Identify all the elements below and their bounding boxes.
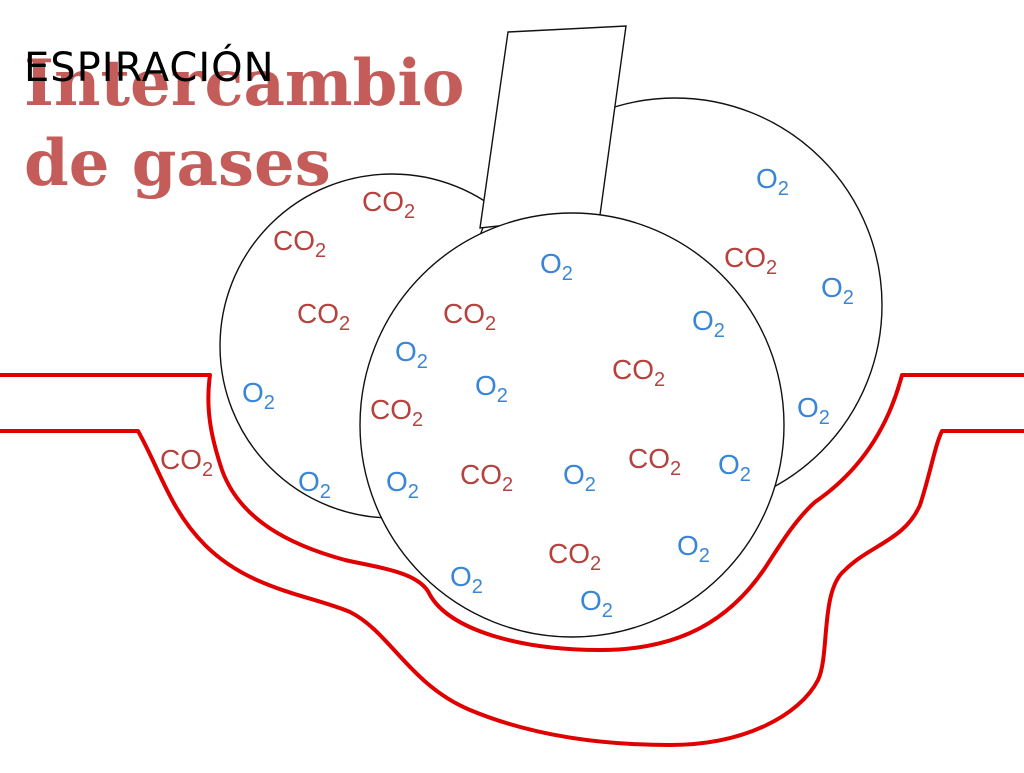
co2-label: CO2: [724, 242, 777, 279]
co2-label: CO2: [628, 443, 681, 480]
co2-label: CO2: [160, 444, 213, 481]
o2-label: O2: [580, 585, 613, 622]
capillary-lower-wall: [0, 429, 1024, 747]
o2-label: O2: [692, 305, 725, 342]
co2-label: CO2: [612, 354, 665, 391]
alveolus-center: [359, 212, 785, 638]
co2-label: CO2: [362, 186, 415, 223]
o2-label: O2: [677, 530, 710, 567]
o2-label: O2: [475, 370, 508, 407]
co2-label: CO2: [370, 394, 423, 431]
o2-label: O2: [797, 392, 830, 429]
co2-label: CO2: [443, 298, 496, 335]
o2-label: O2: [386, 466, 419, 503]
o2-label: O2: [821, 272, 854, 309]
o2-label: O2: [298, 466, 331, 503]
o2-label: O2: [540, 248, 573, 285]
o2-label: O2: [450, 561, 483, 598]
o2-label: O2: [563, 459, 596, 496]
capillary-upper-wall: [0, 373, 1024, 652]
co2-label: CO2: [273, 225, 326, 262]
co2-label: CO2: [297, 298, 350, 335]
o2-label: O2: [395, 336, 428, 373]
co2-label: CO2: [460, 459, 513, 496]
o2-label: O2: [242, 377, 275, 414]
o2-label: O2: [756, 163, 789, 200]
slide-title: Intercambio de gases: [24, 46, 465, 201]
o2-label: O2: [718, 449, 751, 486]
phase-label: ESPIRACIÓN: [24, 45, 275, 91]
co2-label: CO2: [548, 538, 601, 575]
